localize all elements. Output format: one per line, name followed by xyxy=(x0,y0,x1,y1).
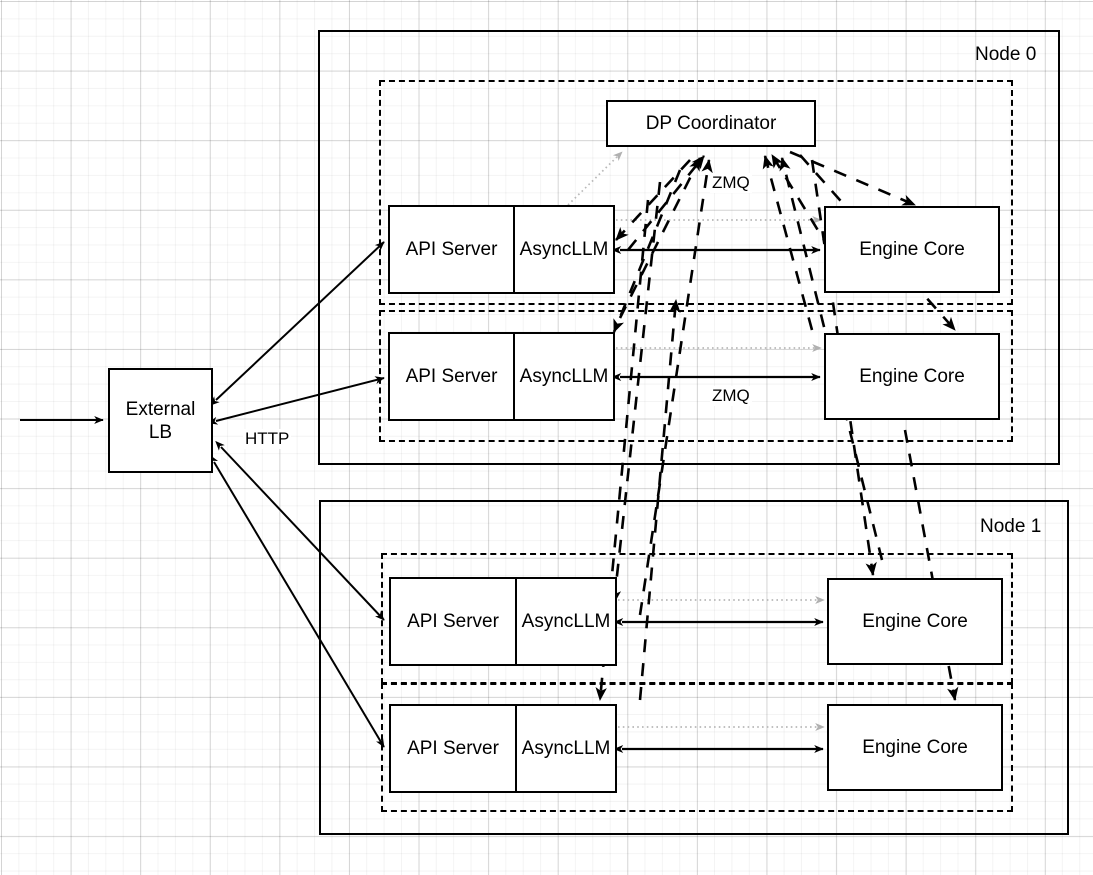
zmq-label-node0-group1: ZMQ xyxy=(710,386,752,406)
external-lb-box[interactable]: External LB xyxy=(108,368,213,473)
asyncllm-label: AsyncLLM xyxy=(521,610,611,632)
frontend-divider xyxy=(515,706,517,791)
api-server-pane[interactable]: API Server xyxy=(390,334,513,419)
node-0-engine-core-1[interactable]: Engine Core xyxy=(824,333,1000,420)
node-1-frontend-1[interactable]: API Server AsyncLLM xyxy=(389,704,617,793)
node-0-frontend-0[interactable]: API Server AsyncLLM xyxy=(388,205,615,294)
api-server-pane[interactable]: API Server xyxy=(390,207,513,292)
api-server-pane[interactable]: API Server xyxy=(391,579,515,664)
node-1-container xyxy=(319,500,1069,835)
node-1-dp-group-1 xyxy=(381,683,1013,812)
frontend-divider xyxy=(513,207,515,292)
node-0-container xyxy=(318,30,1060,465)
node-0-label: Node 0 xyxy=(975,44,1037,65)
asyncllm-label: AsyncLLM xyxy=(519,365,609,387)
node-0-frontend-1[interactable]: API Server AsyncLLM xyxy=(388,332,615,421)
engine-core-label: Engine Core xyxy=(862,737,968,758)
api-server-label: API Server xyxy=(407,610,499,632)
node-1-engine-core-0[interactable]: Engine Core xyxy=(827,578,1003,665)
dp-coordinator-label: DP Coordinator xyxy=(645,113,777,134)
zmq-label-node0-group0: ZMQ xyxy=(710,173,752,193)
frontend-divider xyxy=(515,579,517,664)
asyncllm-pane[interactable]: AsyncLLM xyxy=(515,334,613,419)
node-1-engine-core-1[interactable]: Engine Core xyxy=(827,704,1003,791)
api-server-label: API Server xyxy=(407,737,499,759)
external-lb-label: External LB xyxy=(125,398,196,443)
api-server-label: API Server xyxy=(405,365,498,387)
api-server-pane[interactable]: API Server xyxy=(391,706,515,791)
node-0-engine-core-0[interactable]: Engine Core xyxy=(824,206,1000,293)
node-1-frontend-0[interactable]: API Server AsyncLLM xyxy=(389,577,617,666)
node-1-label: Node 1 xyxy=(980,516,1042,537)
dp-coordinator-box[interactable]: DP Coordinator xyxy=(606,100,816,147)
node-0-dp-group-1 xyxy=(379,310,1013,442)
node-0-dp-group-0 xyxy=(379,80,1013,305)
http-label: HTTP xyxy=(243,429,292,449)
asyncllm-label: AsyncLLM xyxy=(521,737,611,759)
engine-core-label: Engine Core xyxy=(862,611,968,632)
asyncllm-pane[interactable]: AsyncLLM xyxy=(515,207,613,292)
asyncllm-pane[interactable]: AsyncLLM xyxy=(517,706,615,791)
engine-core-label: Engine Core xyxy=(859,239,965,260)
asyncllm-label: AsyncLLM xyxy=(519,238,609,260)
engine-core-label: Engine Core xyxy=(859,366,965,387)
frontend-divider xyxy=(513,334,515,419)
asyncllm-pane[interactable]: AsyncLLM xyxy=(517,579,615,664)
api-server-label: API Server xyxy=(405,238,498,260)
